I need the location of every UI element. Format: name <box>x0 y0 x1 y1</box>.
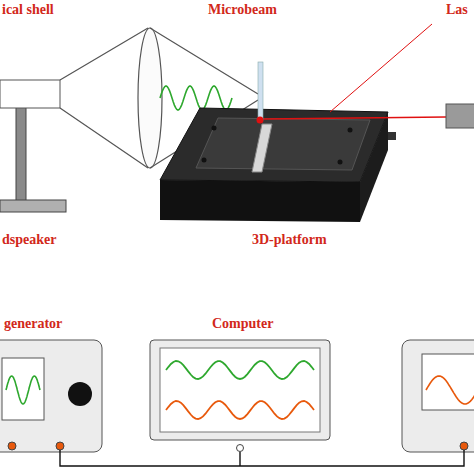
part-label: Computer <box>212 316 273 331</box>
part-label: Las <box>446 2 468 17</box>
part-label: Microbeam <box>208 2 277 17</box>
part-label: 3D-platform <box>252 232 327 247</box>
part-label: ical shell <box>2 2 54 17</box>
part-label: dspeaker <box>2 232 56 247</box>
part-label: generator <box>4 316 62 331</box>
